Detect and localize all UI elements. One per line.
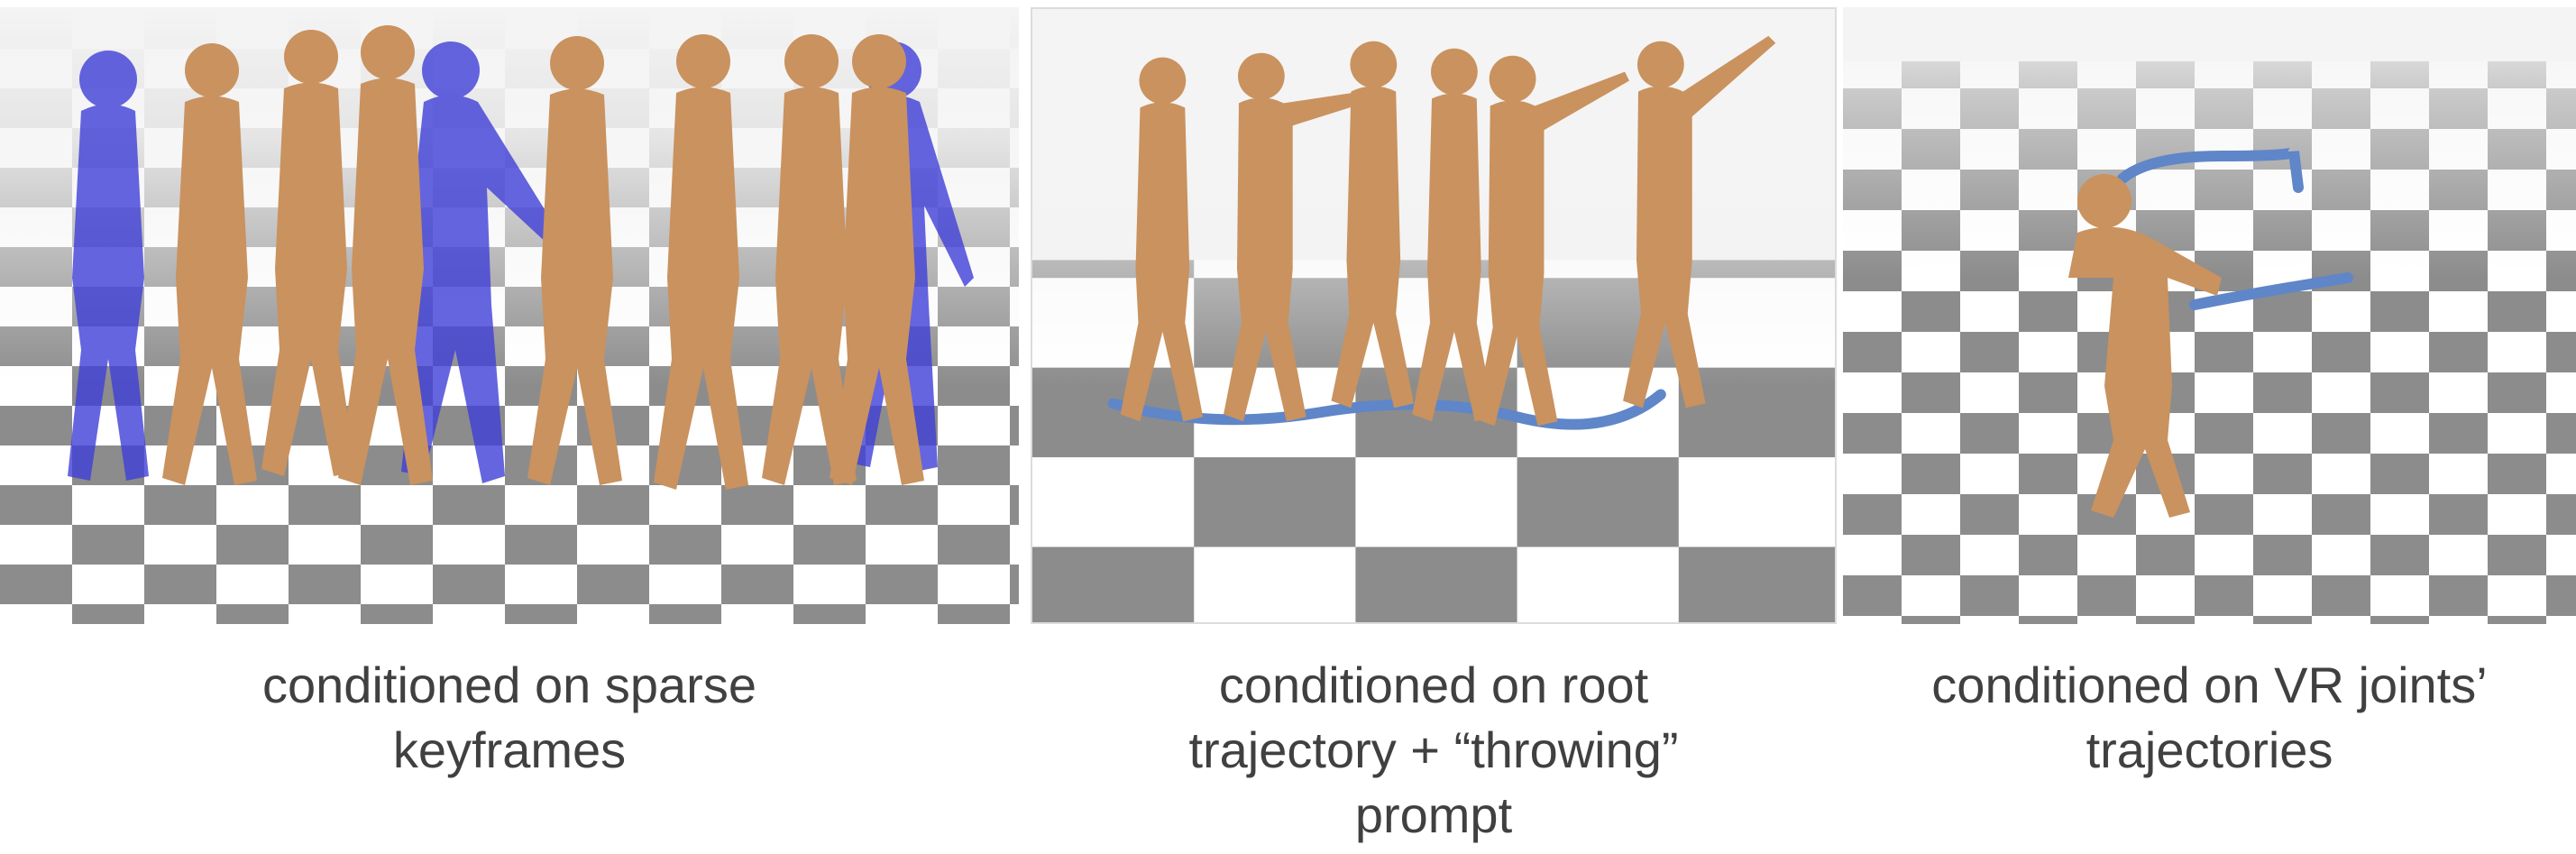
render-sparse-keyframes bbox=[0, 7, 1019, 624]
body-figure bbox=[162, 25, 924, 490]
throwing-figures bbox=[1120, 35, 1776, 427]
figures-group bbox=[68, 25, 974, 490]
caption-root-trajectory: conditioned on root trajectory + “throwi… bbox=[1031, 653, 1837, 848]
caption-line: trajectories bbox=[2086, 721, 2333, 778]
caption-line: conditioned on sparse bbox=[262, 657, 756, 713]
vr-body-figure bbox=[2068, 174, 2222, 519]
caption-line: trajectory + “throwing” bbox=[1188, 721, 1679, 778]
panel-vr-trajectories bbox=[1843, 7, 2576, 624]
keyframe-figure bbox=[401, 41, 559, 483]
panel-root-trajectory bbox=[1031, 7, 1837, 624]
caption-sparse-keyframes: conditioned on sparse keyframes bbox=[0, 653, 1019, 783]
panel-sparse-keyframes bbox=[0, 7, 1019, 624]
render-vr-trajectories bbox=[1843, 7, 2576, 624]
root-trajectory-curve bbox=[1107, 389, 1666, 430]
caption-line: conditioned on root bbox=[1218, 657, 1649, 713]
keyframe-figure bbox=[68, 51, 149, 481]
caption-line: keyframes bbox=[392, 721, 627, 778]
caption-line: prompt bbox=[1354, 786, 1513, 843]
caption-vr-trajectories: conditioned on VR joints’ trajectories bbox=[1843, 653, 2576, 783]
caption-line: conditioned on VR joints’ bbox=[1931, 657, 2488, 713]
render-root-trajectory bbox=[1032, 9, 1835, 622]
